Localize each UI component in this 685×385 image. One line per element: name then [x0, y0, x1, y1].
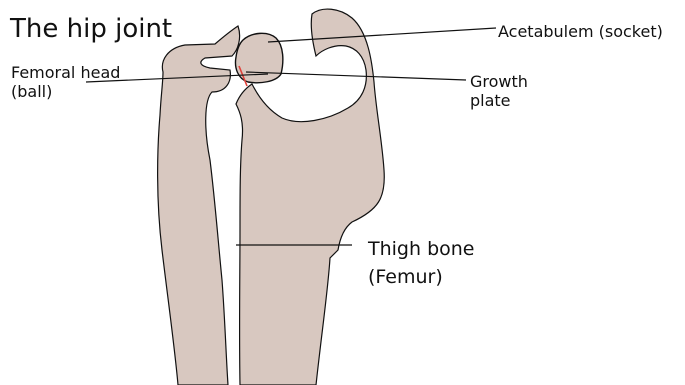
- growth-plate-label: Growth plate: [470, 72, 560, 110]
- acetabulum-label: Acetabulem (socket): [498, 22, 663, 41]
- left-bone-shape: [158, 26, 240, 385]
- diagram-title: The hip joint: [10, 14, 172, 45]
- acetabulum-leader-line: [268, 28, 496, 42]
- femoral-head-label: Femoral head (ball): [11, 63, 121, 101]
- thigh-bone-label: Thigh bone (Femur): [368, 236, 488, 291]
